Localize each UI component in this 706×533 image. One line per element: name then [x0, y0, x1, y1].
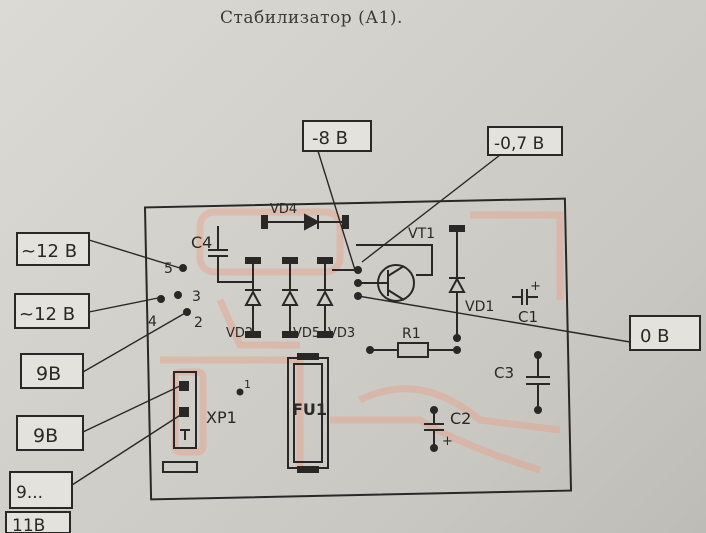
pin-3-dot [174, 291, 182, 299]
label-pin-5: 5 [164, 261, 173, 277]
c2-capacitor [424, 406, 444, 452]
callout-9v-b: 9В [16, 415, 84, 451]
label-vd4: VD4 [270, 202, 297, 217]
label-pin-1: 1 [244, 378, 251, 391]
c1-capacitor [512, 289, 538, 305]
xp1-pin1-dot [236, 388, 244, 396]
label-vd1: VD1 [465, 299, 494, 315]
pin-4-dot [157, 295, 165, 303]
label-c3: C3 [494, 364, 514, 382]
callout-minus-07v: -0,7 В [487, 126, 563, 156]
callout-11v: 11В [5, 511, 71, 533]
diagram-title: Стабилизатор (А1). [220, 8, 403, 28]
xp1-connector [173, 371, 197, 449]
callout-9v-a-label: 9В [36, 363, 61, 385]
callout-ac-12v-bottom: ~12 В [14, 293, 90, 329]
c3-capacitor [526, 351, 550, 414]
label-c2-plus: + [442, 434, 453, 449]
label-c2: C2 [450, 409, 471, 428]
components [157, 213, 550, 473]
callout-ac-12v-top-label: ~12 В [21, 241, 77, 262]
vd1-diode [448, 225, 466, 342]
leader-lines [71, 150, 631, 486]
vd4-diode [261, 213, 349, 231]
pin-5-dot [179, 264, 187, 272]
c4-capacitor [208, 226, 228, 275]
label-vd2: VD2 [226, 326, 253, 341]
vd3-diode [316, 257, 334, 338]
callout-9v-b-label: 9В [33, 425, 58, 447]
label-c1: C1 [518, 308, 538, 326]
label-fu1: FU1 [292, 400, 327, 419]
callout-11v-label: 11В [12, 516, 45, 533]
vd5-diode [281, 257, 299, 338]
label-vt1: VT1 [408, 226, 435, 242]
callout-9v-range-label: 9... [16, 483, 43, 503]
r1-resistor [366, 342, 461, 358]
vt1-transistor [354, 244, 433, 302]
callout-0v: 0 В [629, 315, 701, 351]
pcb-slot [162, 461, 198, 473]
callout-minus-07v-label: -0,7 В [494, 134, 544, 154]
callout-9v-a: 9В [20, 353, 84, 389]
callout-9v-range: 9... [9, 471, 73, 509]
label-vd5: VD5 [293, 326, 320, 341]
callout-minus-8v: -8 В [302, 120, 372, 152]
label-pin-2: 2 [194, 315, 203, 331]
label-r1: R1 [402, 326, 421, 342]
label-vd3: VD3 [328, 326, 355, 341]
callout-ac-12v-top: ~12 В [16, 232, 90, 266]
fu1-fuse [287, 353, 329, 473]
pcb-outline [143, 197, 573, 501]
callout-ac-12v-bottom-label: ~12 В [19, 304, 75, 325]
wire-c4-bridge [217, 275, 253, 283]
callout-0v-label: 0 В [640, 326, 670, 347]
label-pin-3: 3 [192, 289, 201, 305]
label-c1-plus: + [530, 279, 541, 294]
vd2-diode [244, 257, 262, 338]
label-c4: C4 [191, 233, 212, 252]
pin-2-dot [183, 308, 191, 316]
label-pin-4: 4 [148, 314, 157, 330]
component-labels: C4 VD4 VT1 VD1 C1 VD2 VD5 VD3 R1 C3 C2 X… [148, 202, 541, 449]
label-xp1: XP1 [206, 408, 237, 427]
callout-minus-8v-label: -8 В [312, 128, 348, 149]
